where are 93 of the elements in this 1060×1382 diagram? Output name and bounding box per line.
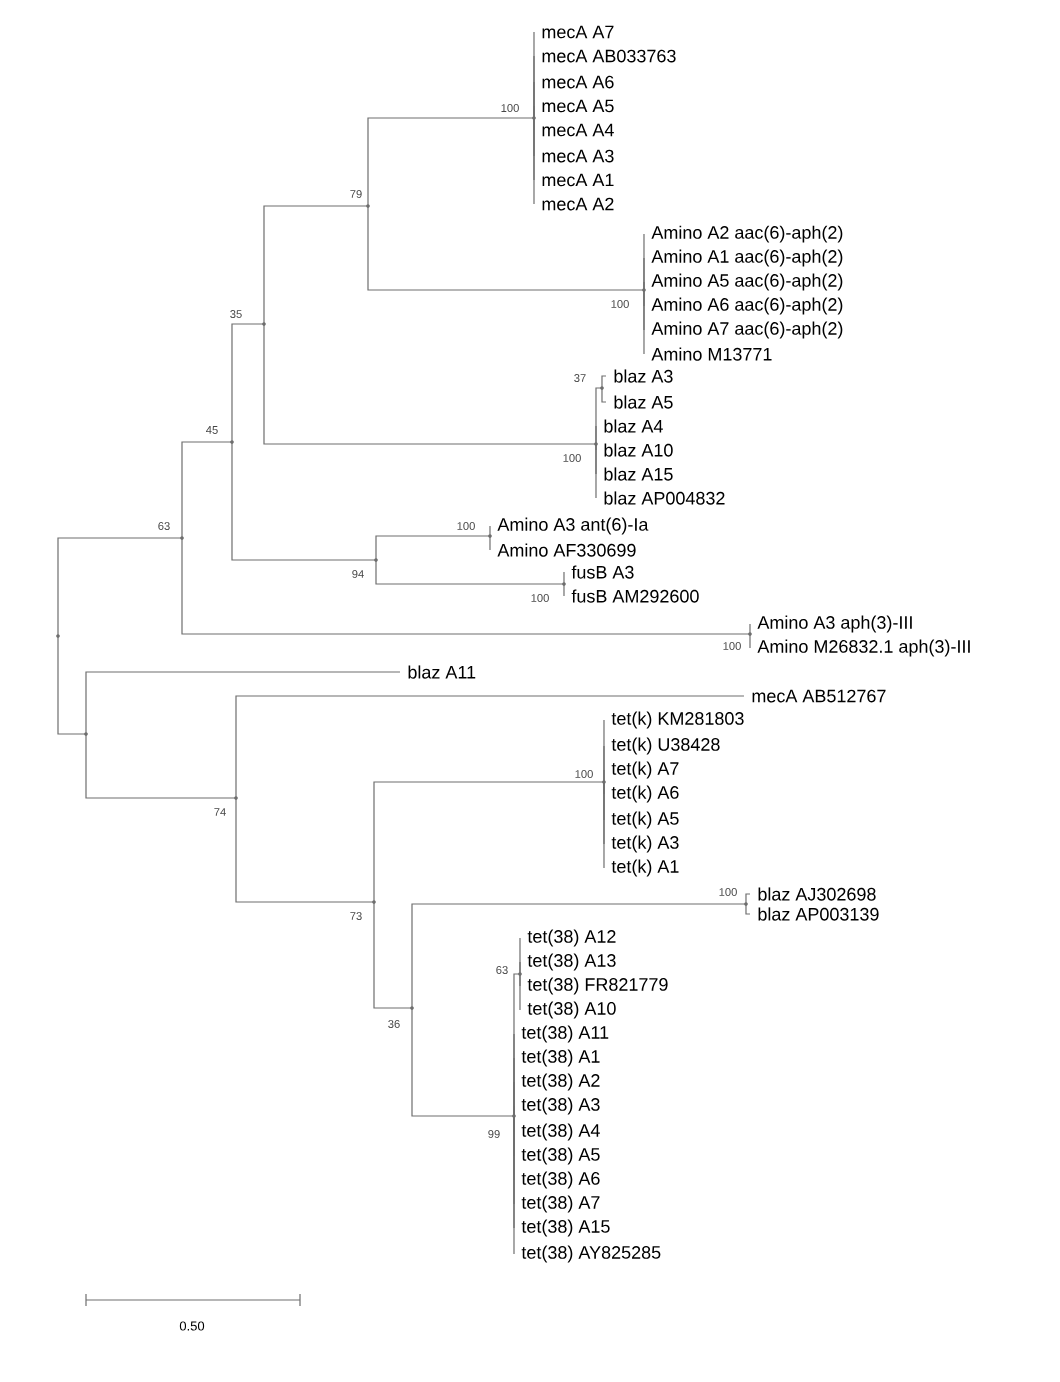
tree-branch (643, 281, 645, 291)
leaf-label: blaz A10 (604, 443, 673, 457)
leaf-label: tet(38) A1 (521, 1049, 600, 1067)
leaf-label: blaz A15 (604, 467, 673, 481)
tree-branch (519, 973, 521, 1011)
leaf-label: tet(38) A10 (527, 1001, 616, 1019)
tree-branch (181, 441, 233, 539)
tree-branch (373, 781, 605, 903)
tree-branch (235, 695, 745, 799)
tree-branch (643, 289, 645, 355)
tree-branch (181, 537, 751, 635)
leaf-label: tet(k) A6 (611, 785, 679, 803)
leaf-label: Amino A5 aac(6)-aph(2) (651, 273, 843, 291)
leaf-label: blaz AP004832 (604, 491, 725, 505)
tree-branch (533, 117, 535, 205)
tree-branch (85, 733, 237, 799)
leaf-label: tet(38) A11 (521, 1025, 609, 1043)
leaf-label: tet(38) A12 (527, 929, 616, 947)
leaf-label: tet(38) A2 (521, 1073, 600, 1091)
tree-branch (513, 1115, 515, 1255)
tree-branch (263, 205, 369, 325)
leaf-label: mecA A7 (542, 25, 614, 39)
leaf-label: mecA AB512767 (752, 689, 886, 703)
tree-branch (411, 903, 747, 1009)
tree-branch (489, 525, 491, 537)
tree-branch (411, 1007, 515, 1117)
leaf-label: Amino A1 aac(6)-aph(2) (651, 249, 843, 267)
tree-branch (601, 387, 607, 403)
tree-branch (595, 425, 597, 445)
tree-branch (231, 441, 377, 561)
tree-branch (513, 1105, 515, 1117)
tree-branch (563, 583, 565, 597)
leaf-label: Amino AF330699 (497, 543, 636, 557)
tree-branch (595, 443, 597, 499)
tree-branch (563, 571, 565, 585)
leaf-label: blaz A11 (408, 665, 476, 679)
tree-branch (749, 633, 751, 649)
leaf-label: Amino M13771 (651, 347, 772, 361)
leaf-label: fusB AM292600 (571, 589, 699, 603)
leaf-label: tet(38) FR821779 (527, 977, 668, 995)
leaf-label: tet(38) A4 (521, 1123, 600, 1141)
tree-branch (601, 375, 607, 389)
tree-branch (85, 671, 401, 735)
leaf-label: tet(k) A3 (611, 835, 679, 853)
tree-branch (57, 537, 183, 637)
tree-branch (235, 797, 375, 903)
leaf-label: tet(k) A7 (611, 761, 679, 779)
tree-branch (375, 535, 491, 561)
tree-branch (263, 323, 597, 445)
leaf-label: Amino M26832.1 aph(3)-III (757, 639, 970, 657)
leaf-label: mecA A3 (542, 149, 614, 163)
leaf-label: tet(k) U38428 (611, 737, 720, 755)
leaf-label: Amino A3 aph(3)-III (757, 615, 912, 633)
leaf-label: tet(38) A7 (521, 1195, 600, 1213)
leaf-label: tet(k) A1 (611, 859, 679, 877)
leaf-label: blaz A3 (614, 369, 673, 383)
leaf-label: blaz AJ302698 (758, 887, 876, 901)
leaf-label: Amino A7 aac(6)-aph(2) (651, 321, 843, 339)
leaf-label: tet(38) A15 (521, 1219, 610, 1237)
leaf-label: blaz A4 (604, 419, 663, 433)
leaf-label: mecA AB033763 (542, 49, 676, 63)
leaf-label: mecA A5 (542, 99, 614, 113)
tree-branch (519, 961, 521, 975)
leaf-label: tet(38) A3 (521, 1097, 600, 1115)
tree-branch (745, 903, 751, 915)
leaf-label: blaz A5 (614, 395, 673, 409)
leaf-label: tet(k) A5 (611, 811, 679, 829)
leaf-label: tet(38) AY825285 (521, 1245, 661, 1263)
leaf-label: tet(k) KM281803 (611, 711, 744, 729)
tree-branch (367, 117, 535, 207)
tree-branch (745, 893, 751, 905)
leaf-label: tet(38) A6 (521, 1171, 600, 1189)
leaf-label: Amino A3 ant(6)-Ia (497, 517, 649, 535)
leaf-label: blaz AP003139 (758, 907, 879, 921)
tree-branch (375, 559, 565, 585)
tree-branch (603, 781, 605, 869)
tree-branch (489, 535, 491, 551)
tree-branch (603, 769, 605, 783)
tree-branch (749, 623, 751, 635)
leaf-label: mecA A6 (542, 75, 614, 89)
tree-branch (57, 635, 87, 735)
tree-branch (373, 901, 413, 1009)
leaf-label: tet(38) A5 (521, 1147, 600, 1165)
leaf-label: mecA A1 (542, 173, 614, 187)
leaf-label: Amino A2 aac(6)-aph(2) (651, 225, 843, 243)
tree-branch (533, 105, 535, 119)
leaf-label: fusB A3 (571, 565, 634, 579)
tree-branch (231, 323, 265, 443)
leaf-label: mecA A4 (542, 123, 614, 137)
leaf-label: Amino A6 aac(6)-aph(2) (651, 297, 843, 315)
tree-branch (367, 205, 645, 291)
leaf-label: tet(38) A13 (527, 953, 616, 971)
leaf-label: mecA A2 (542, 197, 614, 211)
